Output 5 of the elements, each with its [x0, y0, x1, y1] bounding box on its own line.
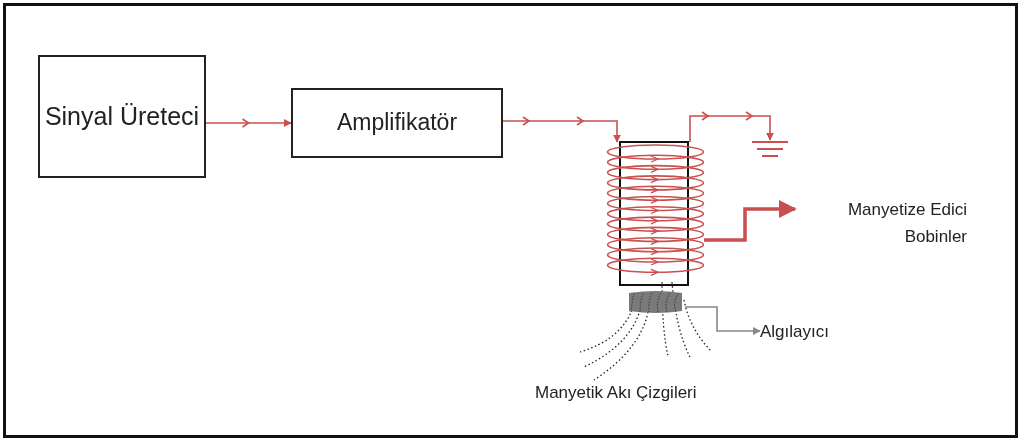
component-label: Manyetize Edici Bobinler [846, 199, 967, 249]
caption-label: Manyetik Akı Çizgileri [535, 383, 697, 403]
process-box: Sinyal Üreteci [38, 55, 206, 178]
process-box: Amplifikatör [291, 88, 503, 158]
component-label: Algılayıcı [760, 321, 830, 343]
